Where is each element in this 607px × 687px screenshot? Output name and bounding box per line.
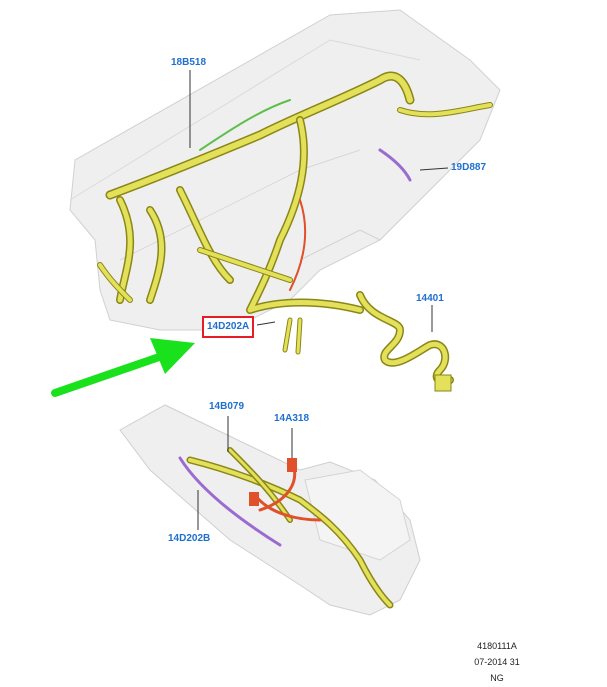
leader-lines [189, 70, 449, 530]
ref-line-2: 07-2014 31 [474, 657, 520, 667]
callout-14401: 14401 [416, 293, 444, 304]
dashboard-harness [97, 71, 493, 355]
callout-14D202B: 14D202B [168, 533, 211, 544]
pointer-arrow [51, 338, 195, 397]
callout-14A318: 14A318 [274, 413, 310, 424]
callout-14D202A-highlighted: 14D202A [202, 316, 255, 338]
leader-14D202A [256, 321, 276, 326]
callout-14B079: 14B079 [209, 401, 245, 412]
ref-line-3: NG [490, 673, 504, 683]
console-panel [119, 404, 421, 616]
leader-19D887 [419, 167, 449, 171]
callout-18B518: 18B518 [171, 57, 207, 68]
callout-19D887: 19D887 [451, 162, 487, 173]
dashboard-panel [69, 9, 501, 331]
console-harness [178, 447, 394, 609]
loose-harness-14401 [356, 291, 454, 392]
ref-line-1: 4180111A [477, 641, 517, 651]
